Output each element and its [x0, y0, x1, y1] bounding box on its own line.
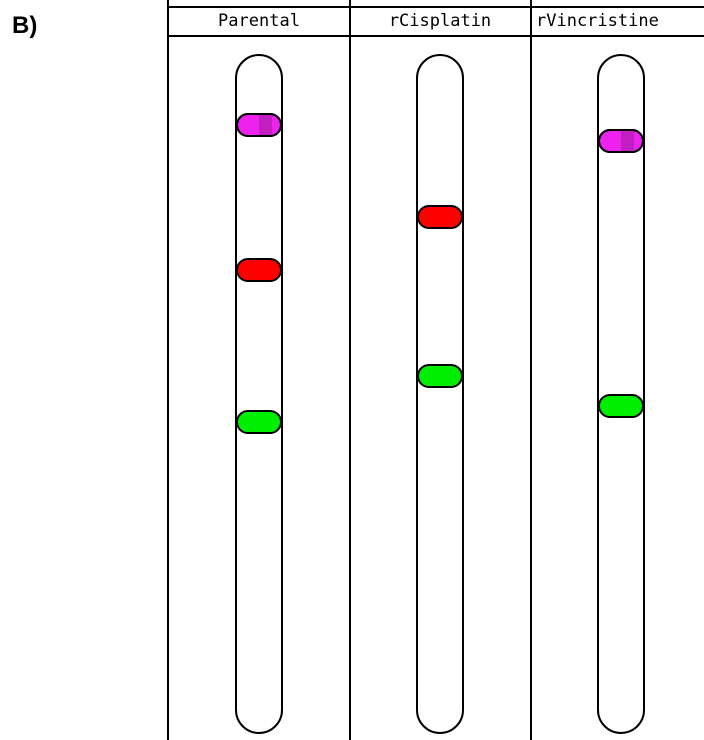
band-rcisplatin-green	[417, 364, 463, 388]
band-parental-green	[236, 410, 282, 434]
band-parental-red	[236, 258, 282, 282]
panel-label: B)	[12, 12, 38, 39]
band-parental-magenta	[236, 113, 282, 137]
chromosome-rcisplatin	[416, 54, 464, 734]
chromosome-parental	[235, 54, 283, 734]
diagram-frame	[167, 0, 704, 740]
band-rcisplatin-red	[417, 205, 463, 229]
band-rvincristine-green	[598, 394, 644, 418]
lane-header-parental: Parental	[218, 11, 300, 31]
lane-header-rcisplatin: rCisplatin	[389, 11, 491, 31]
band-rvincristine-magenta	[598, 129, 644, 153]
lane-header-rvincristine: rVincristine	[536, 11, 659, 31]
